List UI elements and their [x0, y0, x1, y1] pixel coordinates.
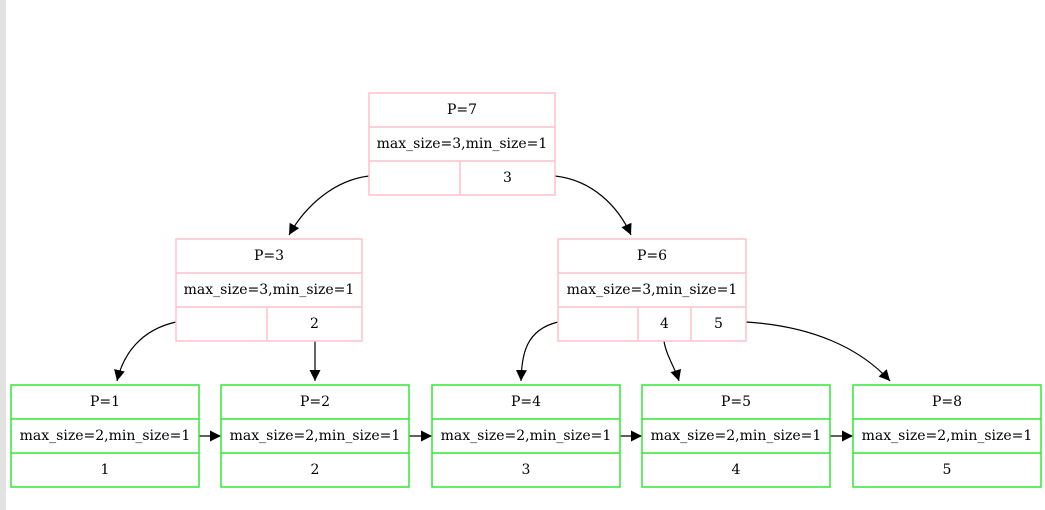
node-size-info: max_size=2,min_size=1 [862, 428, 1033, 444]
leaf-node-p5: P=5 max_size=2,min_size=1 4 [641, 384, 831, 488]
node-size-info: max_size=3,min_size=1 [184, 282, 355, 298]
node-title: P=8 [932, 394, 962, 410]
leaf-key: 2 [311, 462, 320, 478]
node-title: P=4 [511, 394, 541, 410]
node-title: P=5 [721, 394, 751, 410]
leaf-node-p2: P=2 max_size=2,min_size=1 2 [220, 384, 410, 488]
key-cell: 2 [310, 316, 319, 332]
leaf-key: 1 [101, 462, 110, 478]
leaf-key: 3 [522, 462, 531, 478]
node-size-info: max_size=3,min_size=1 [377, 136, 548, 152]
node-size-info: max_size=2,min_size=1 [230, 428, 401, 444]
node-border [10, 384, 200, 488]
node-size-info: max_size=3,min_size=1 [567, 282, 738, 298]
internal-node-p6: P=6 max_size=3,min_size=1 4 5 [557, 238, 747, 342]
key-cell: 4 [660, 316, 669, 332]
leaf-key: 5 [943, 462, 952, 478]
edges-layer [114, 175, 891, 442]
internal-node-p7: P=7 max_size=3,min_size=1 3 [368, 92, 556, 196]
node-size-info: max_size=2,min_size=1 [651, 428, 822, 444]
leaf-key: 4 [732, 462, 741, 478]
tree-edge-p7-to-p6 [554, 175, 632, 236]
node-title: P=7 [447, 102, 477, 118]
internal-node-p3: P=3 max_size=3,min_size=1 2 [175, 238, 363, 342]
node-border [368, 92, 556, 196]
node-title: P=2 [300, 394, 330, 410]
node-size-info: max_size=2,min_size=1 [20, 428, 191, 444]
node-title: P=6 [637, 248, 667, 264]
tree-edge-p6-to-p5 [663, 340, 682, 382]
node-border [852, 384, 1042, 488]
tree-edge-p7-to-p3 [288, 175, 370, 236]
tree-edge-p6-to-p8 [745, 321, 891, 382]
tree-edge-p6-to-p4 [515, 321, 559, 382]
node-title: P=1 [90, 394, 120, 410]
leaf-node-p1: P=1 max_size=2,min_size=1 1 [10, 384, 200, 488]
node-border [175, 238, 363, 342]
node-border [557, 238, 747, 342]
tree-edge-p3-to-p1 [114, 321, 177, 382]
leaf-node-p4: P=4 max_size=2,min_size=1 3 [431, 384, 621, 488]
node-border [431, 384, 621, 488]
leaf-node-p8: P=8 max_size=2,min_size=1 5 [852, 384, 1042, 488]
node-border [641, 384, 831, 488]
window-left-edge [0, 0, 6, 510]
node-border [220, 384, 410, 488]
key-cell: 3 [503, 170, 512, 186]
nodes-layer: P=7max_size=3,min_size=13P=3max_size=3,m… [10, 92, 1042, 488]
key-cell: 5 [714, 316, 723, 332]
node-size-info: max_size=2,min_size=1 [441, 428, 612, 444]
node-title: P=3 [254, 248, 284, 264]
